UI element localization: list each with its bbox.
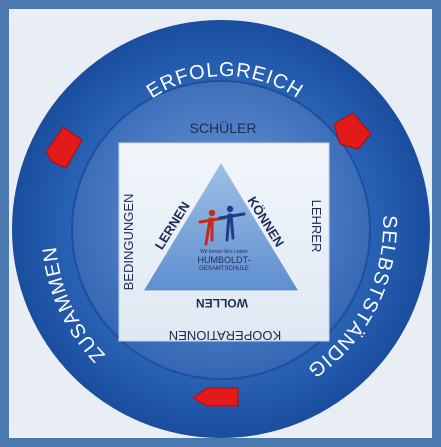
logo-school-name-1: HUMBOLDT- <box>197 255 250 265</box>
school-logo: Wir lernen fürs Leben HUMBOLDT- GESAMTSC… <box>197 205 251 272</box>
logo-figure-blue <box>218 212 246 242</box>
arrow-right-marker <box>333 112 372 150</box>
middle-ring-border <box>71 80 371 380</box>
lehrer-label: LEHRER <box>309 200 324 253</box>
wollen-label: WOLLEN <box>196 296 248 310</box>
logo-school-name-2: GESAMTSCHULE <box>199 266 249 272</box>
logo-motto: Wir lernen fürs Leben <box>200 249 248 255</box>
bedingungen-label: BEDINGUNGEN <box>121 194 136 291</box>
triangle-outline <box>141 160 301 292</box>
logo-figure-blue-head <box>226 205 234 213</box>
schueler-label: SCHÜLER <box>190 119 257 136</box>
arrow-bottom-marker <box>192 387 239 407</box>
center-triangle <box>143 162 299 291</box>
kooperationen-label: KOOPERATIONEN <box>169 328 281 343</box>
arrow-left-marker <box>45 126 83 169</box>
logo-figure-red-head <box>208 209 216 217</box>
